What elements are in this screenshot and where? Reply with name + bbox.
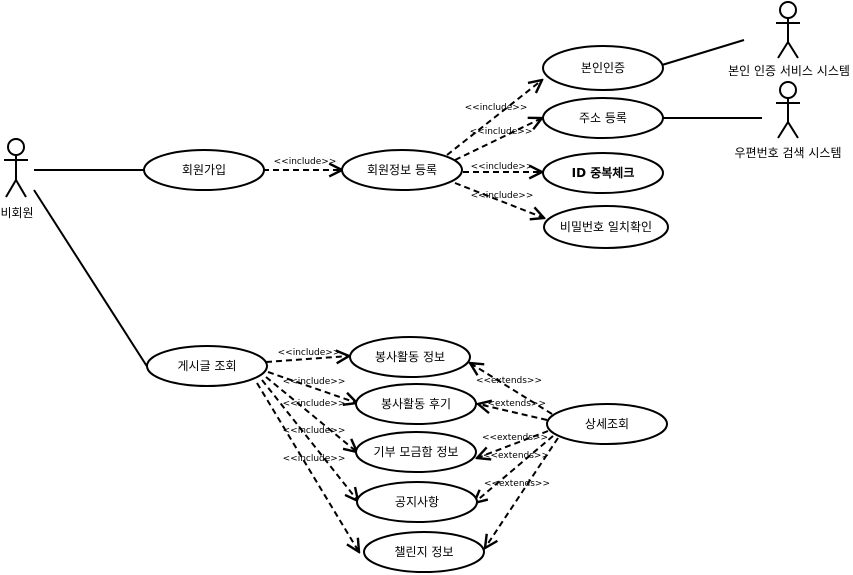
use-case-label: 공지사항 <box>395 495 439 509</box>
use-case-ellipse <box>355 383 477 425</box>
extends-detail-donation <box>477 430 549 458</box>
use-case-label: 본인인증 <box>581 61 625 75</box>
actor-leg <box>777 41 789 59</box>
use-case-id-duplicate-check[interactable]: ID 중복체크 <box>542 152 664 194</box>
include-member-info-identity <box>446 80 542 156</box>
actor-leg <box>787 41 799 59</box>
use-case-ellipse <box>546 403 668 445</box>
include-member-info-password <box>454 182 544 218</box>
use-case-ellipse <box>542 152 664 194</box>
actor-head <box>779 81 797 99</box>
use-case-detail-view[interactable]: 상세조회 <box>546 403 668 445</box>
use-case-ellipse <box>356 481 478 523</box>
actor-head <box>779 1 797 19</box>
use-case-label: 회원가입 <box>182 163 226 177</box>
use-case-signup[interactable]: 회원가입 <box>143 149 265 191</box>
use-case-ellipse <box>355 431 477 473</box>
relation-labels: <<include>> <<include>> <<include>> <<in… <box>274 103 550 489</box>
include-label: <<include>> <box>470 127 533 137</box>
use-case-ellipse <box>146 345 268 387</box>
include-label: <<include>> <box>283 426 346 436</box>
use-case-label: 상세조회 <box>585 417 629 431</box>
use-case-label: 게시글 조회 <box>177 359 236 373</box>
use-case-identity-verification[interactable]: 본인인증 <box>542 45 664 91</box>
use-case-ellipse <box>542 45 664 91</box>
use-case-volunteer-info[interactable]: 봉사활동 정보 <box>349 336 471 378</box>
include-post-challenge <box>256 382 359 552</box>
use-case-address-registration[interactable]: 주소 등록 <box>542 97 664 139</box>
use-case-label: 주소 등록 <box>579 111 627 125</box>
use-case-ellipse <box>543 205 669 249</box>
use-case-post-view[interactable]: 게시글 조회 <box>146 345 268 387</box>
extends-detail-notice <box>474 435 554 503</box>
include-member-info-address <box>454 118 542 161</box>
actor-non-member[interactable]: 비회원 <box>0 138 34 220</box>
actor-label: 우편번호 검색 시스템 <box>735 146 842 160</box>
use-case-ellipse <box>143 149 265 191</box>
actor-identity-verification-system[interactable]: 본인 인증 서비스 시스템 <box>728 1 850 78</box>
use-case-label: 비밀번호 일치확인 <box>560 220 652 234</box>
extends-detail-volunteer-review <box>478 404 548 421</box>
actor-leg <box>15 179 27 198</box>
extends-label: <<extends>> <box>480 399 546 409</box>
include-post-donation <box>265 376 357 452</box>
extends-detail-volunteer-info <box>470 363 553 415</box>
use-case-label: ID 중복체크 <box>572 165 635 180</box>
association-identity-system <box>661 39 745 66</box>
include-label: <<include>> <box>274 157 337 167</box>
extends-label: <<extends>> <box>483 451 549 461</box>
include-post-notice <box>261 379 358 501</box>
include-label: <<include>> <box>283 377 346 387</box>
extends-label: <<extends>> <box>476 376 542 386</box>
use-case-volunteer-review[interactable]: 봉사활동 후기 <box>355 383 477 425</box>
use-case-label: 챌린지 정보 <box>394 545 453 559</box>
use-case-challenge-info[interactable]: 챌린지 정보 <box>363 531 485 573</box>
use-case-donation-fundraising-info[interactable]: 기부 모금함 정보 <box>355 431 477 473</box>
use-case-password-match-check[interactable]: 비밀번호 일치확인 <box>543 205 669 249</box>
include-label: <<include>> <box>283 399 346 409</box>
include-post-volunteer-review <box>267 371 357 403</box>
include-post-volunteer-info <box>265 356 349 362</box>
use-case-label: 기부 모금함 정보 <box>374 445 459 459</box>
include-label: <<include>> <box>471 162 534 172</box>
use-case-ellipse <box>349 336 471 378</box>
actor-leg <box>777 121 789 139</box>
use-case-label: 봉사활동 정보 <box>375 350 445 364</box>
use-case-member-info-registration[interactable]: 회원정보 등록 <box>341 149 463 191</box>
extends-detail-challenge <box>485 437 559 548</box>
actor-head <box>7 138 25 156</box>
actor-leg <box>787 121 799 139</box>
actor-label: 본인 인증 서비스 시스템 <box>728 64 850 78</box>
include-label: <<include>> <box>283 454 346 464</box>
actor-postal-code-search-system[interactable]: 우편번호 검색 시스템 <box>735 81 842 160</box>
use-case-ellipse <box>341 149 463 191</box>
use-case-notice[interactable]: 공지사항 <box>356 481 478 523</box>
use-case-label: 봉사활동 후기 <box>381 397 451 411</box>
extends-label: <<extends>> <box>482 433 548 443</box>
include-label: <<include>> <box>278 348 341 358</box>
include-label: <<include>> <box>471 191 534 201</box>
actor-label: 비회원 <box>0 206 33 220</box>
use-case-label: 회원정보 등록 <box>367 163 437 177</box>
actor-leg <box>5 179 17 198</box>
use-case-ellipse <box>363 531 485 573</box>
extends-label: <<extends>> <box>484 479 550 489</box>
association-non-member-post-view <box>33 189 149 369</box>
use-case-ellipse <box>542 97 664 139</box>
include-label: <<include>> <box>465 103 528 113</box>
